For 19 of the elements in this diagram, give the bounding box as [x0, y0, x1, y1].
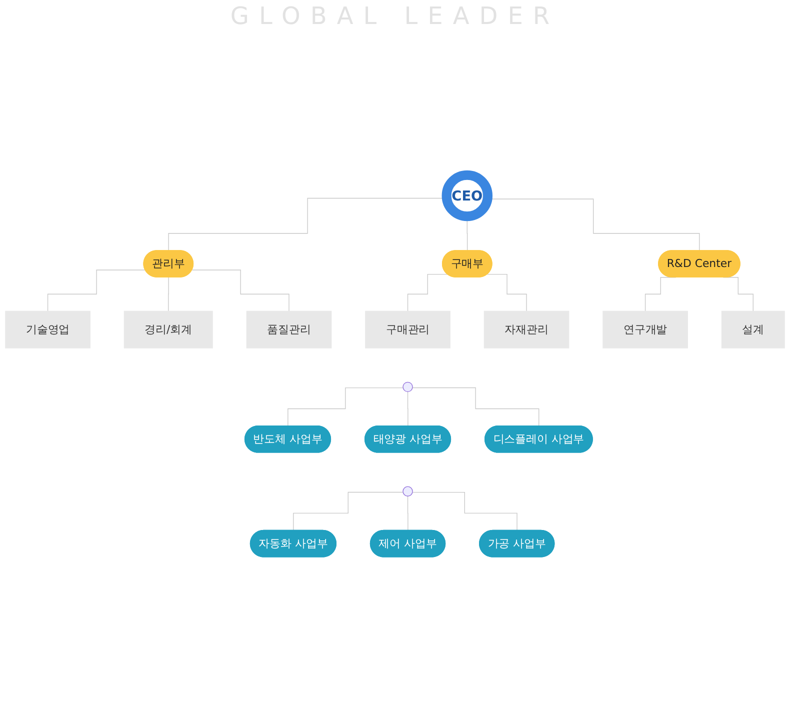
node-box: 연구개발 [602, 310, 688, 348]
node-box: 구매관리 [365, 310, 450, 348]
connector [487, 274, 527, 312]
node-box: 경리/회계 [124, 310, 213, 348]
connector [293, 492, 404, 531]
connector [168, 277, 170, 312]
connector [47, 270, 146, 312]
connector [407, 391, 408, 427]
connector [412, 492, 518, 531]
connector [407, 274, 448, 312]
connector [192, 270, 290, 312]
node-circle: CEO [442, 170, 493, 222]
node-box: 기술영업 [5, 310, 90, 348]
node-box: 설계 [721, 310, 785, 348]
node-box: 품질관리 [246, 310, 332, 348]
connector [288, 387, 404, 427]
node-box: 자재관리 [484, 310, 570, 348]
connector [407, 496, 408, 531]
connector [412, 387, 540, 427]
